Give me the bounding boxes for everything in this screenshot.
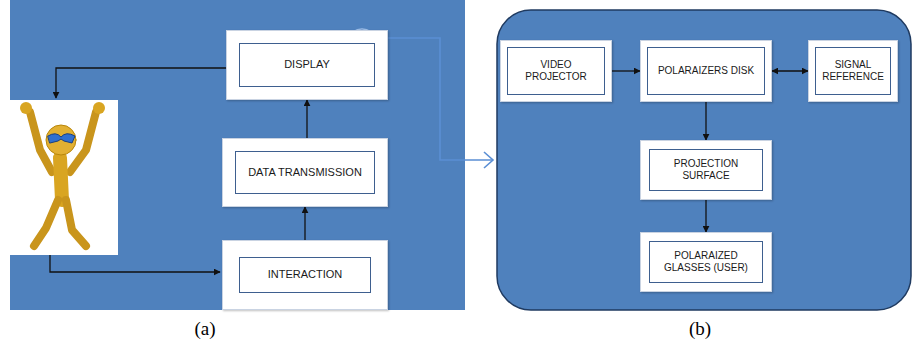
box-label: INTERACTION <box>265 268 346 281</box>
figure-body <box>60 158 62 200</box>
flow-arrow <box>306 100 307 138</box>
box-frame: POLARAIZERS DISK <box>647 47 765 95</box>
box-frame: DATA TRANSMISSION <box>235 151 375 194</box>
box-frame: POLARAIZED GLASSES (USER) <box>649 241 763 283</box>
box-label: SIGNAL REFERENCE <box>816 59 890 83</box>
box-frame: SIGNAL REFERENCE <box>815 47 891 95</box>
process-box: DISPLAY <box>226 30 388 100</box>
box-label: POLARAIZERS DISK <box>655 65 757 77</box>
process-box: POLARAIZED GLASSES (USER) <box>640 232 772 292</box>
process-box: PROJECTION SURFACE <box>640 140 772 200</box>
zoom-link-head <box>484 152 493 168</box>
process-box: INTERACTION <box>222 240 388 310</box>
figure-right-hand <box>93 102 105 114</box>
flow-arrow <box>612 70 640 71</box>
zoom-link-line <box>372 38 492 160</box>
box-frame: PROJECTION SURFACE <box>649 149 763 191</box>
figure-left-hand <box>20 102 32 114</box>
process-box: POLARAIZERS DISK <box>640 40 772 102</box>
user-to-interaction-wire <box>50 255 220 272</box>
process-box: DATA TRANSMISSION <box>222 138 388 207</box>
figure-right-leg <box>66 200 86 246</box>
box-label: POLARAIZED GLASSES (USER) <box>650 250 762 274</box>
box-label: DATA TRANSMISSION <box>245 166 365 179</box>
figure-head <box>46 125 76 155</box>
box-label: VIDEO PROJECTOR <box>508 59 604 83</box>
panel-b-ground <box>497 10 911 310</box>
flow-arrow <box>772 70 808 71</box>
process-box: SIGNAL REFERENCE <box>808 40 898 102</box>
box-label: DISPLAY <box>281 58 333 71</box>
panel-caption: (b) <box>689 318 711 340</box>
user-figure <box>20 102 105 246</box>
panel-a-ground <box>10 0 465 310</box>
box-label: PROJECTION SURFACE <box>650 158 762 182</box>
display-to-user-wire <box>56 68 226 98</box>
process-box: VIDEO PROJECTOR <box>500 40 612 102</box>
box-frame: VIDEO PROJECTOR <box>507 47 605 95</box>
figure-left-leg <box>34 200 58 246</box>
flow-arrow <box>304 207 305 240</box>
flow-arrow <box>705 102 706 140</box>
box-frame: INTERACTION <box>239 257 371 293</box>
figure-glasses <box>48 134 75 143</box>
panel-caption: (a) <box>194 318 215 340</box>
box-frame: DISPLAY <box>239 43 375 87</box>
flow-arrow <box>705 200 706 232</box>
figure-ground <box>0 100 118 255</box>
